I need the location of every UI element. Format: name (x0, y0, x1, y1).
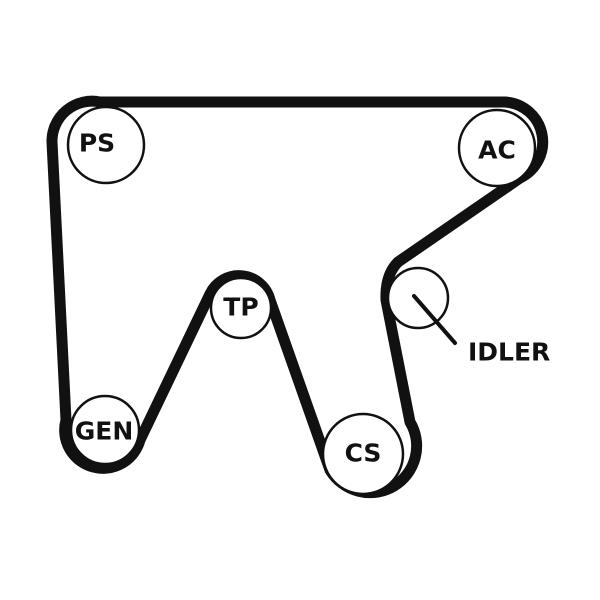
idler-callout-label: IDLER (468, 338, 550, 367)
pulley-cs-label: CS (345, 439, 382, 468)
pulley-tp-label: TP (223, 293, 258, 322)
pulley-tp-circle (209, 276, 273, 340)
pulley-ps-circle (66, 105, 146, 185)
pulley-cs-circle (321, 412, 405, 496)
pulley-ac: AC (457, 108, 537, 188)
pulley-ps-label: PS (79, 129, 115, 158)
pulley-ac-circle (457, 108, 537, 188)
idler-leader-line (412, 294, 457, 345)
pulley-gen-circle (69, 394, 141, 466)
pulley-gen-label: GEN (75, 417, 134, 446)
pulley-tp: TP (209, 276, 273, 340)
pulley-gen: GEN (69, 394, 141, 466)
pulley-cs: CS (321, 412, 405, 496)
pulley-ps: PS (66, 105, 146, 185)
pulley-ac-label: AC (478, 136, 516, 165)
